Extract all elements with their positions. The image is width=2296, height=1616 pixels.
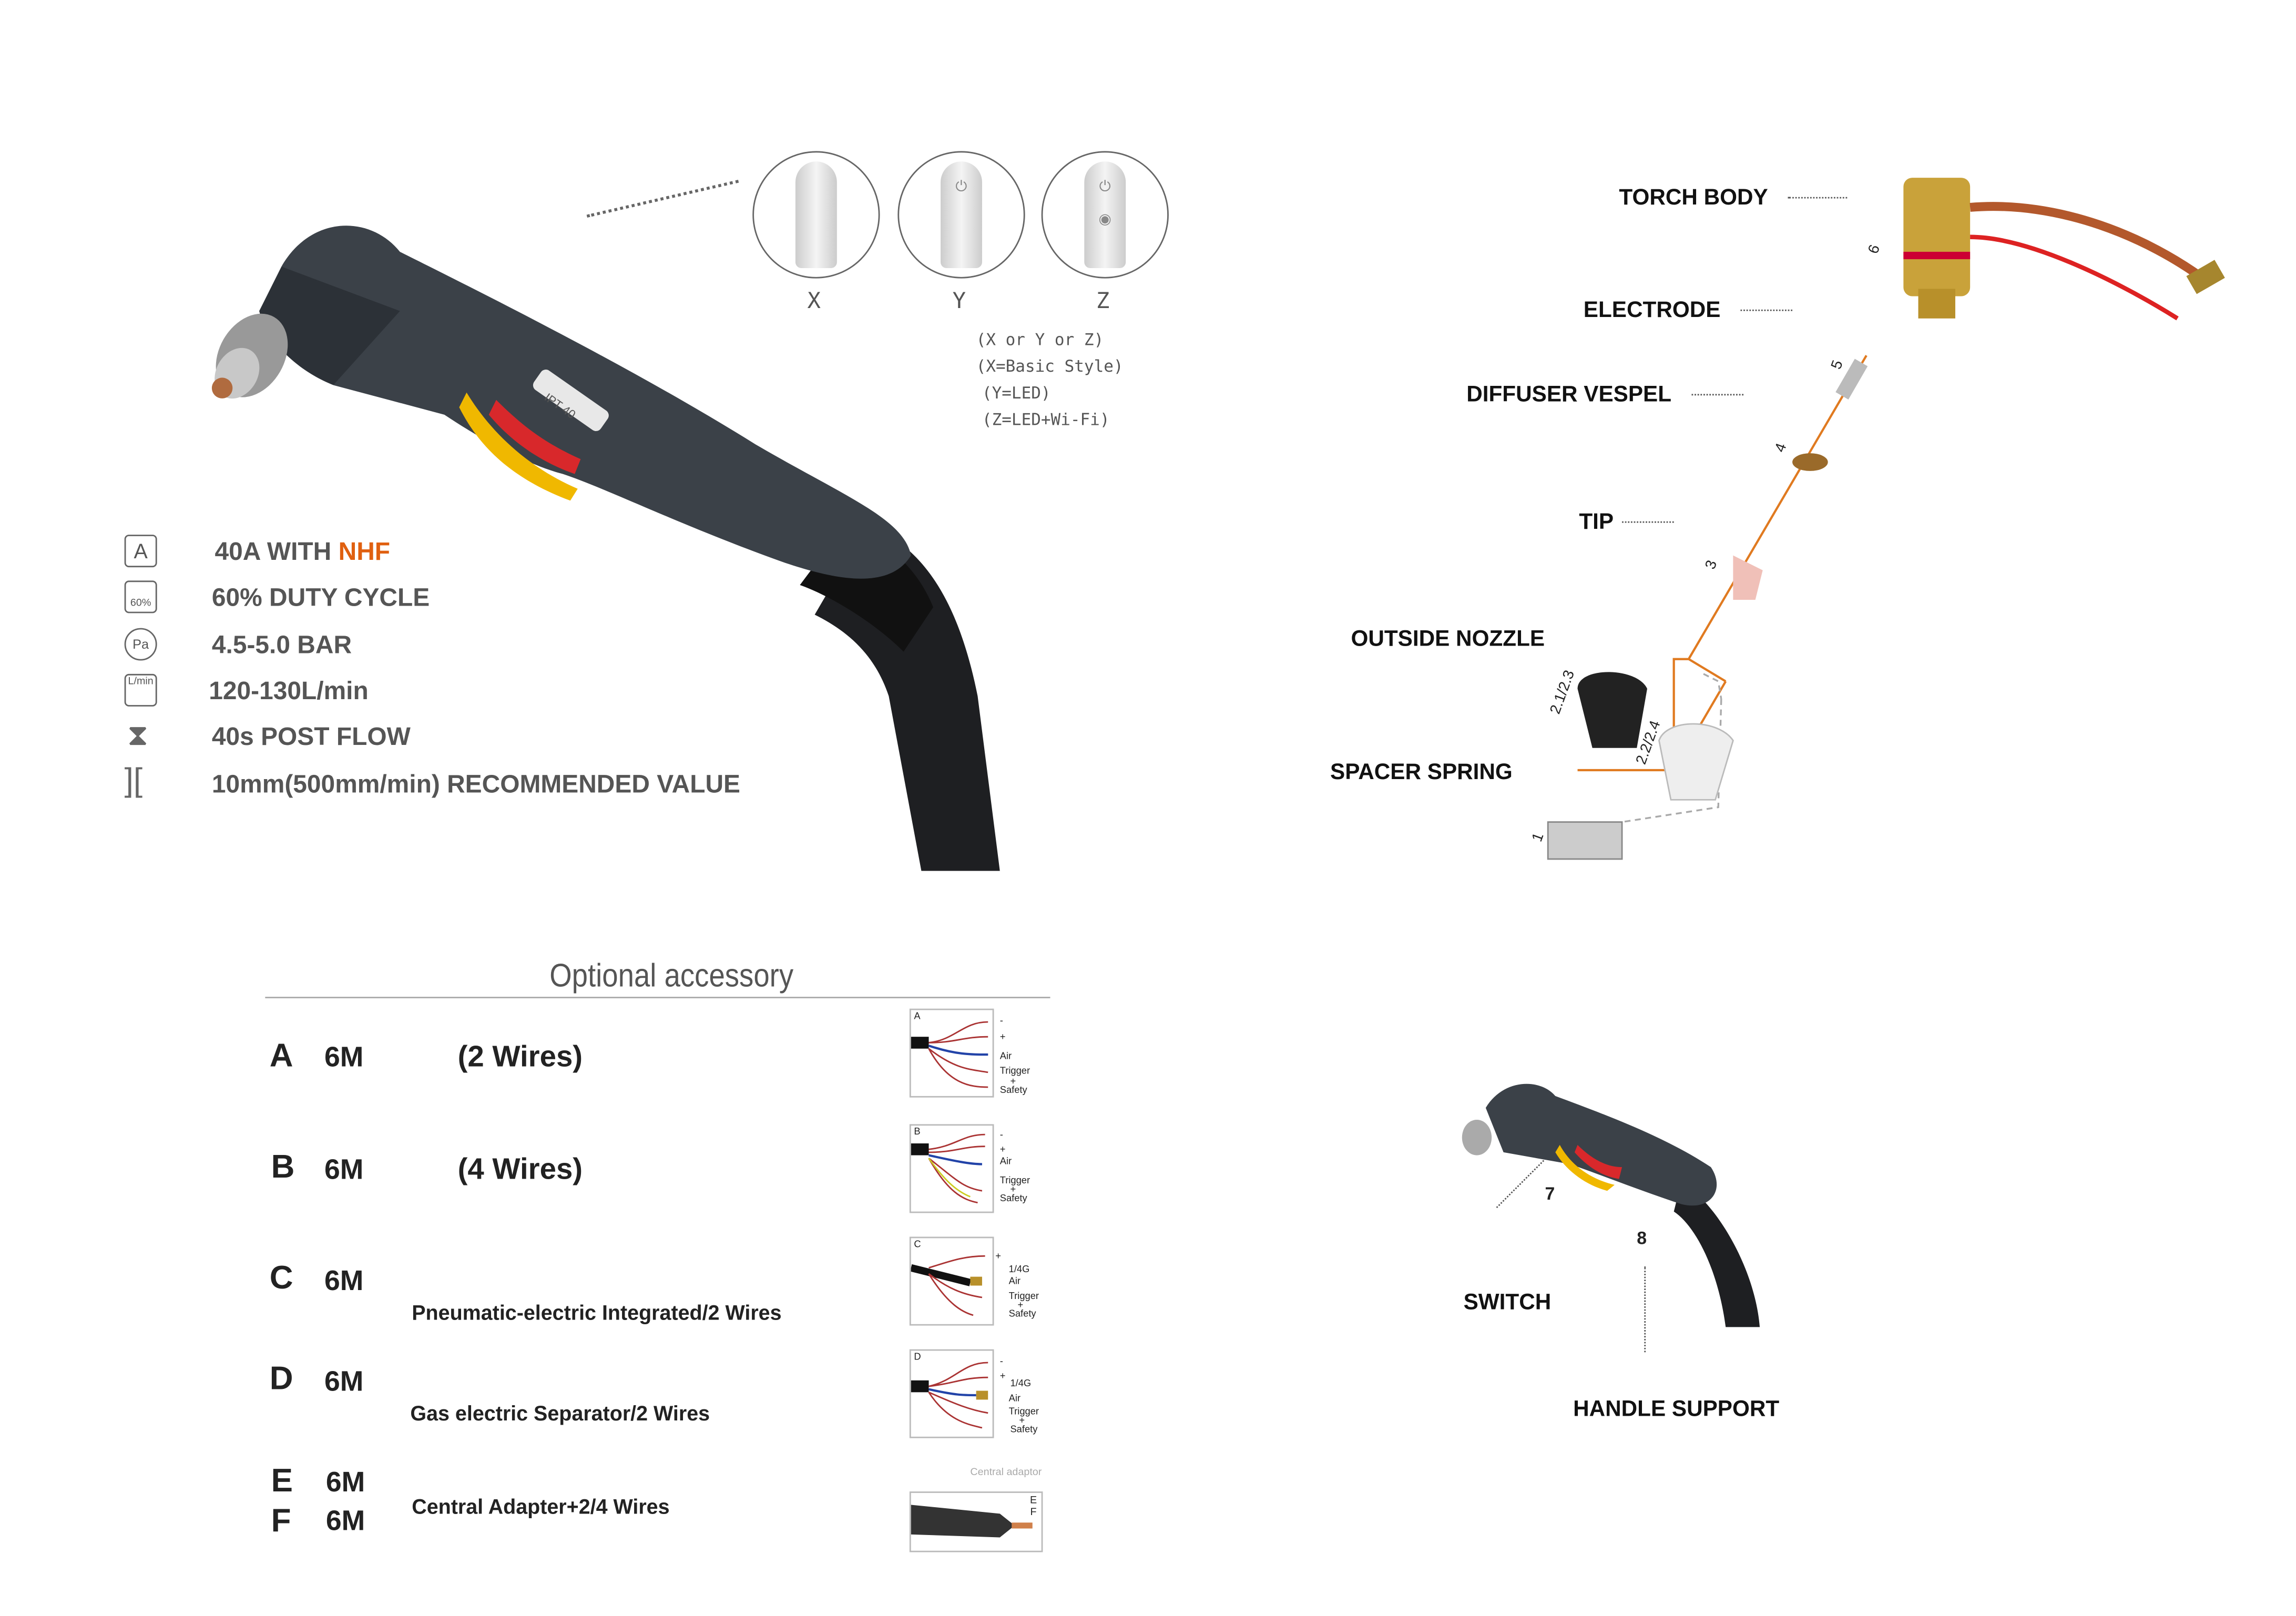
wire-label: +	[1019, 1416, 1025, 1427]
leader-line	[1644, 1266, 1646, 1353]
wiring-diagram-a: A	[909, 1008, 994, 1098]
wire-label: Trigger	[1008, 1291, 1039, 1302]
option-desc: Gas electric Separator/2 Wires	[410, 1401, 710, 1425]
spec-flow: 120-130L/min	[209, 677, 369, 705]
exploded-view-image	[1547, 178, 2225, 860]
wire-label: +	[999, 1371, 1006, 1382]
part-label: TORCH BODY	[1619, 185, 1768, 211]
diagram-label: A	[914, 1011, 921, 1022]
wire-label: 1/4G	[1010, 1378, 1032, 1389]
spec-duty-cycle: 60% DUTY CYCLE	[211, 584, 430, 612]
option-length: 6M	[324, 1367, 364, 1398]
wire-label: Air	[999, 1051, 1012, 1062]
wire-label: Air	[1008, 1394, 1021, 1404]
wire-label: Trigger	[999, 1066, 1030, 1077]
thickness-icon: ][	[124, 761, 143, 799]
part-label: TIP	[1579, 509, 1614, 535]
ribbed-switch-icon	[752, 151, 880, 279]
wire-label: -	[999, 1130, 1003, 1141]
option-desc: Central Adapter+2/4 Wires	[412, 1494, 670, 1518]
option-letter: F	[271, 1501, 291, 1539]
option-desc: (2 Wires)	[457, 1041, 583, 1074]
wire-label: Trigger	[999, 1176, 1030, 1187]
option-length: 6M	[325, 1468, 365, 1499]
torch-image: IPT 40	[211, 226, 1000, 871]
flow-rate-icon: L/min	[124, 673, 157, 707]
handle-view-image	[1462, 1083, 1760, 1327]
option-letter: D	[269, 1359, 293, 1397]
option-letter: C	[269, 1259, 293, 1296]
part-label: SWITCH	[1463, 1290, 1552, 1315]
part-label: ELECTRODE	[1583, 298, 1721, 323]
diagram-label: D	[914, 1352, 921, 1363]
power-button-icon: ⏻	[897, 151, 1025, 279]
spec-thickness: 10mm(500mm/min) RECOMMENDED VALUE	[211, 770, 741, 799]
wiring-diagram-b: B	[909, 1124, 994, 1213]
duty-cycle-icon: 60%	[124, 580, 157, 613]
wire-label: Safety	[999, 1086, 1027, 1096]
option-note: (Y=LED)	[982, 383, 1051, 403]
part-label: HANDLE SUPPORT	[1573, 1396, 1780, 1422]
diagram-label: E F	[1030, 1496, 1037, 1518]
wire-label: Safety	[1010, 1425, 1038, 1436]
spec-post-flow: 40s POST FLOW	[211, 722, 411, 751]
leader-line	[1788, 197, 1848, 199]
part-label: SPACER SPRING	[1330, 760, 1513, 785]
wire-label: +	[1017, 1300, 1024, 1311]
spec-pressure: 4.5-5.0 BAR	[211, 631, 352, 659]
section-title: Optional accessory	[549, 957, 794, 994]
option-note: (X or Y or Z)	[976, 330, 1104, 350]
wire-label: -	[999, 1356, 1003, 1367]
wire-label: 1/4G	[1008, 1265, 1030, 1275]
pressure-gauge-icon: Pa	[124, 628, 157, 661]
divider	[265, 997, 1050, 998]
wiring-diagram-d: D	[909, 1349, 994, 1438]
diagram-label: B	[914, 1127, 921, 1138]
wire-label: Safety	[999, 1193, 1027, 1204]
option-letter: B	[271, 1148, 295, 1185]
hourglass-icon: ⧗	[127, 720, 148, 753]
wire-label: -	[999, 1016, 1003, 1027]
part-number: 7	[1545, 1183, 1555, 1204]
wire-label: +	[995, 1251, 1001, 1262]
part-number: 8	[1637, 1228, 1647, 1249]
wire-label: +	[1010, 1184, 1016, 1195]
wire-label: Air	[1008, 1276, 1021, 1287]
part-label: DIFFUSER VESPEL	[1466, 382, 1672, 407]
diagram-label: C	[914, 1240, 921, 1250]
leader-line	[1622, 521, 1674, 523]
option-note: (Z=LED+Wi-Fi)	[982, 410, 1110, 430]
central-adaptor-image: E F	[909, 1491, 1043, 1552]
option-label: Y	[952, 287, 966, 314]
option-letter: A	[269, 1037, 293, 1074]
option-note: (X=Basic Style)	[976, 356, 1124, 376]
option-letter: E	[271, 1461, 293, 1499]
leader-line	[1740, 309, 1793, 311]
leader-line	[1691, 394, 1744, 396]
option-length: 6M	[324, 1042, 364, 1074]
option-label: X	[807, 287, 821, 314]
wire-label: Trigger	[1008, 1407, 1039, 1418]
option-length: 6M	[324, 1155, 364, 1187]
spec-text: 40A WITH	[215, 537, 339, 566]
wire-label: Safety	[1008, 1309, 1036, 1320]
option-label: Z	[1096, 287, 1110, 314]
wire-label: +	[999, 1144, 1006, 1155]
option-length: 6M	[324, 1266, 364, 1298]
wiring-diagram-c: C	[909, 1236, 994, 1326]
diagram-caption: Central adaptor	[970, 1468, 1042, 1478]
part-label: OUTSIDE NOZZLE	[1351, 626, 1545, 652]
option-desc: Pneumatic-electric Integrated/2 Wires	[412, 1300, 782, 1324]
power-wifi-button-icon: ⏻◉	[1041, 151, 1169, 279]
option-length: 6M	[325, 1506, 365, 1538]
spec-current: 40A WITH NHF	[215, 538, 391, 567]
spec-highlight: NHF	[338, 537, 391, 566]
wire-label: Air	[999, 1157, 1012, 1168]
wire-label: +	[1010, 1077, 1016, 1087]
wire-label: +	[999, 1032, 1006, 1043]
ampere-icon: A	[124, 535, 157, 568]
option-desc: (4 Wires)	[457, 1153, 583, 1187]
